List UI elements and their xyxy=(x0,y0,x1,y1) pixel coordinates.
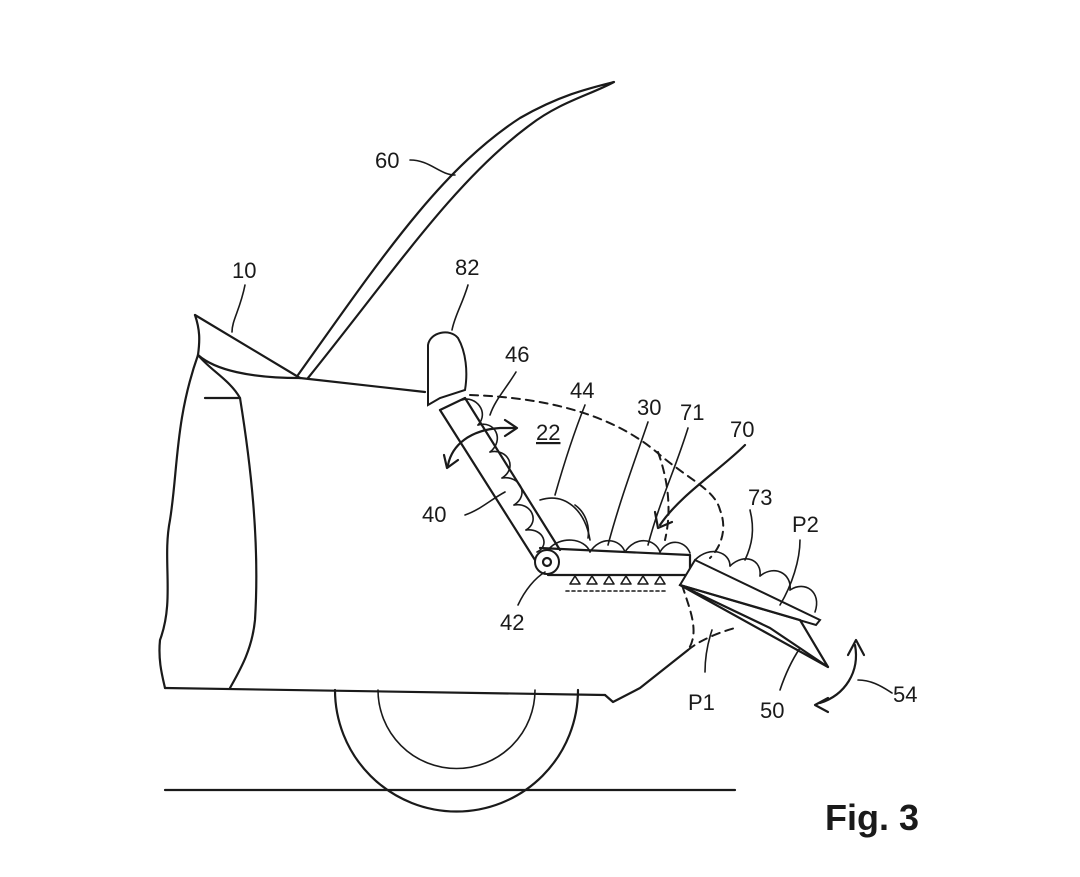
extension-platform-50 xyxy=(678,550,830,669)
label-50: 50 xyxy=(760,698,784,723)
object-44 xyxy=(539,497,591,541)
label-46: 46 xyxy=(505,342,529,367)
seat-back-40 xyxy=(438,396,562,562)
seat-base-30 xyxy=(538,539,692,577)
rotation-arrow-54 xyxy=(813,638,866,714)
label-P1: P1 xyxy=(688,690,715,715)
label-82: 82 xyxy=(455,255,479,280)
leader-lines xyxy=(231,159,893,694)
figure-caption: Fig. 3 xyxy=(825,797,919,838)
label-P2: P2 xyxy=(792,512,819,537)
label-54: 54 xyxy=(893,682,917,707)
label-42: 42 xyxy=(500,610,524,635)
label-22: 22 xyxy=(536,420,560,445)
label-30: 30 xyxy=(637,395,661,420)
dashed-envelope xyxy=(469,394,725,559)
nozzle-row xyxy=(565,575,669,592)
label-70: 70 xyxy=(730,417,754,442)
pivot-42 xyxy=(534,549,560,575)
vehicle-body-10 xyxy=(158,313,690,704)
label-60: 60 xyxy=(375,148,399,173)
label-71: 71 xyxy=(680,400,704,425)
label-44: 44 xyxy=(570,378,594,403)
label-40: 40 xyxy=(422,502,446,527)
headrest-82 xyxy=(427,331,468,407)
rear-wheel xyxy=(333,688,580,813)
label-73: 73 xyxy=(748,485,772,510)
hatch-lid-60 xyxy=(296,80,616,380)
label-10: 10 xyxy=(232,258,256,283)
pivot-arrow xyxy=(442,418,519,470)
